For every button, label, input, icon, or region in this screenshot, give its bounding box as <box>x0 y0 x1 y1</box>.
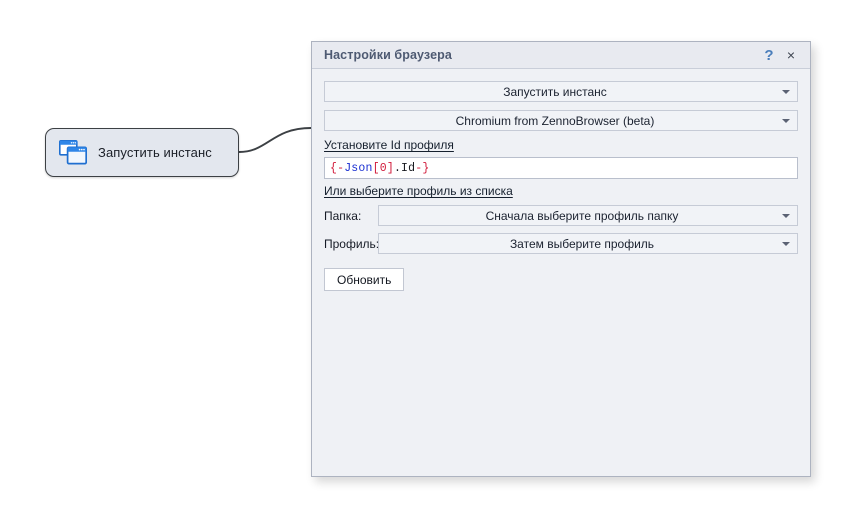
browser-combobox-value: Chromium from ZennoBrowser (beta) <box>455 113 655 128</box>
chevron-down-icon <box>782 213 790 218</box>
chevron-down-icon <box>782 241 790 246</box>
profile-row: Профиль: Затем выберите профиль <box>324 233 798 254</box>
folder-combobox-value: Сначала выберите профиль папку <box>485 208 679 223</box>
panel-body: Запустить инстанс Chromium from ZennoBro… <box>312 69 810 291</box>
chevron-down-icon <box>782 118 790 123</box>
macro-part-open: {- <box>330 161 345 175</box>
profile-id-label[interactable]: Установите Id профиля <box>324 138 454 152</box>
workflow-node-launch-instance[interactable]: Запустить инстанс <box>45 128 239 177</box>
help-icon[interactable]: ? <box>764 46 774 64</box>
profile-row-label: Профиль: <box>324 236 380 251</box>
folder-row-label: Папка: <box>324 208 362 223</box>
refresh-button[interactable]: Обновить <box>324 268 405 291</box>
browser-windows-icon <box>59 139 88 166</box>
macro-part-index: 0 <box>379 161 387 175</box>
panel-title: Настройки браузера <box>324 48 452 62</box>
action-combobox[interactable]: Запустить инстанс <box>324 81 798 102</box>
or-choose-label-wrap: Или выберите профиль из списка <box>324 179 798 205</box>
macro-part-rbracket: ] <box>386 161 394 175</box>
or-choose-from-list-label[interactable]: Или выберите профиль из списка <box>324 184 513 198</box>
profile-id-input[interactable]: {-Json[0].Id-} <box>324 157 798 179</box>
profile-combobox-value: Затем выберите профиль <box>509 236 655 251</box>
close-icon[interactable]: × <box>786 47 796 63</box>
workflow-node-label: Запустить инстанс <box>98 145 212 160</box>
action-combobox-value: Запустить инстанс <box>503 84 607 99</box>
macro-part-close: -} <box>415 161 430 175</box>
browser-combobox[interactable]: Chromium from ZennoBrowser (beta) <box>324 110 798 131</box>
macro-part-lbracket: [ <box>372 161 380 175</box>
folder-combobox[interactable]: Сначала выберите профиль папку <box>378 205 798 226</box>
profile-id-value: {-Json[0].Id-} <box>330 162 429 175</box>
folder-row: Папка: Сначала выберите профиль папку <box>324 205 798 226</box>
profile-combobox[interactable]: Затем выберите профиль <box>378 233 798 254</box>
panel-titlebar: Настройки браузера ? × <box>312 42 810 69</box>
macro-part-field: .Id <box>393 161 416 175</box>
chevron-down-icon <box>782 89 790 94</box>
macro-part-source: Json <box>344 161 373 175</box>
profile-id-label-wrap: Установите Id профиля <box>324 138 798 157</box>
browser-settings-panel: Настройки браузера ? × Запустить инстанс… <box>311 41 811 477</box>
